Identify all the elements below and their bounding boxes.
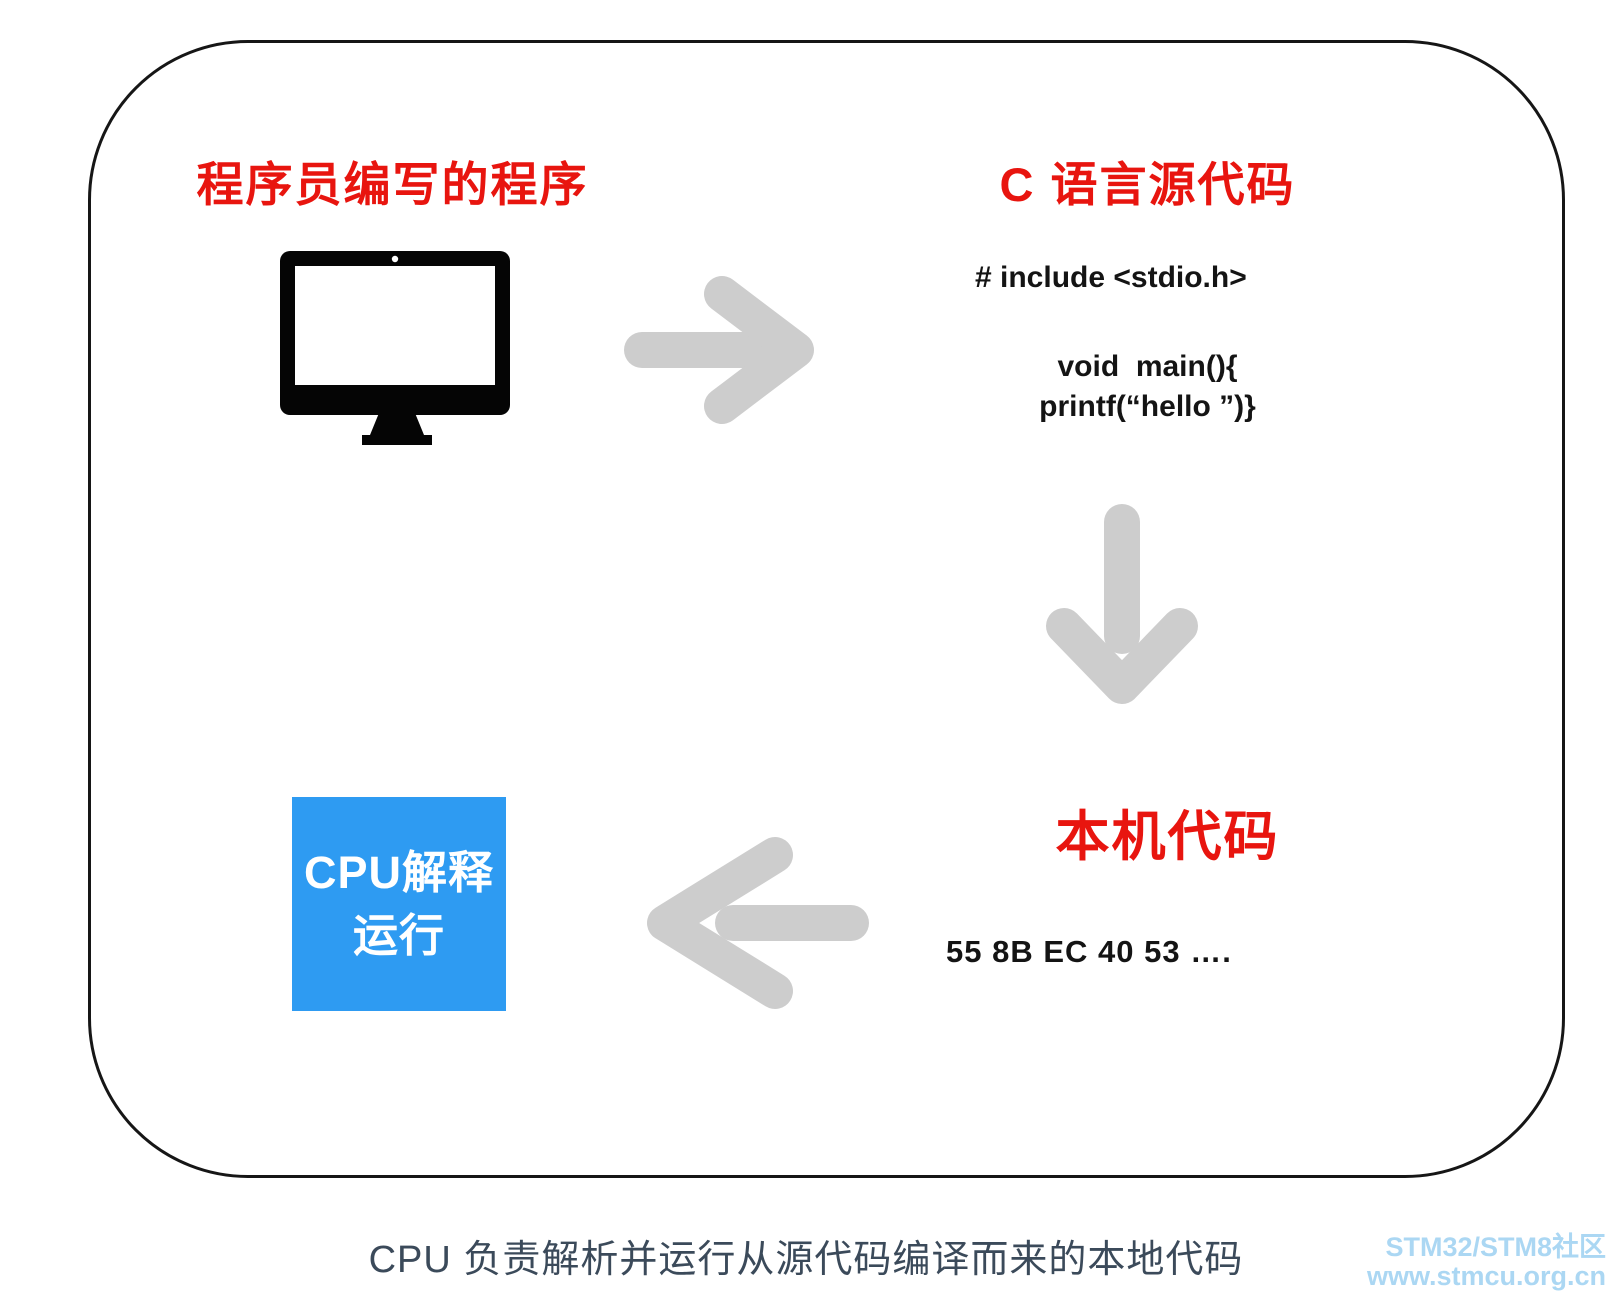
code-include-line: # include <stdio.h>	[975, 261, 1247, 294]
code-printf-line: printf(“hello ”)}	[1039, 390, 1256, 423]
watermark: STM32/STM8社区 www.stmcu.org.cn	[1367, 1233, 1606, 1291]
watermark-url-line: www.stmcu.org.cn	[1366, 1261, 1606, 1291]
cpu-run-box: CPU解释 运行	[292, 797, 506, 1011]
programmer-block-title: 程序员编写的程序	[196, 158, 589, 211]
native-code-hex-bytes: 55 8B EC 40 53 ….	[946, 934, 1232, 969]
arrow-right-icon	[620, 270, 820, 430]
watermark-community-line: STM32/STM8社区	[1385, 1232, 1606, 1262]
monitor-icon	[280, 251, 510, 445]
code-main-line: void main(){	[1057, 350, 1238, 383]
c-source-block-title: C 语言源代码	[999, 158, 1296, 211]
arrow-left-icon	[633, 833, 873, 1013]
diagram-caption: CPU 负责解析并运行从源代码编译而来的本地代码	[368, 1239, 1244, 1281]
arrow-down-icon	[1042, 500, 1202, 708]
cpu-run-box-line1: CPU解释	[303, 847, 494, 898]
cpu-run-box-line2: 运行	[352, 910, 445, 961]
native-code-block-title: 本机代码	[1055, 807, 1280, 867]
